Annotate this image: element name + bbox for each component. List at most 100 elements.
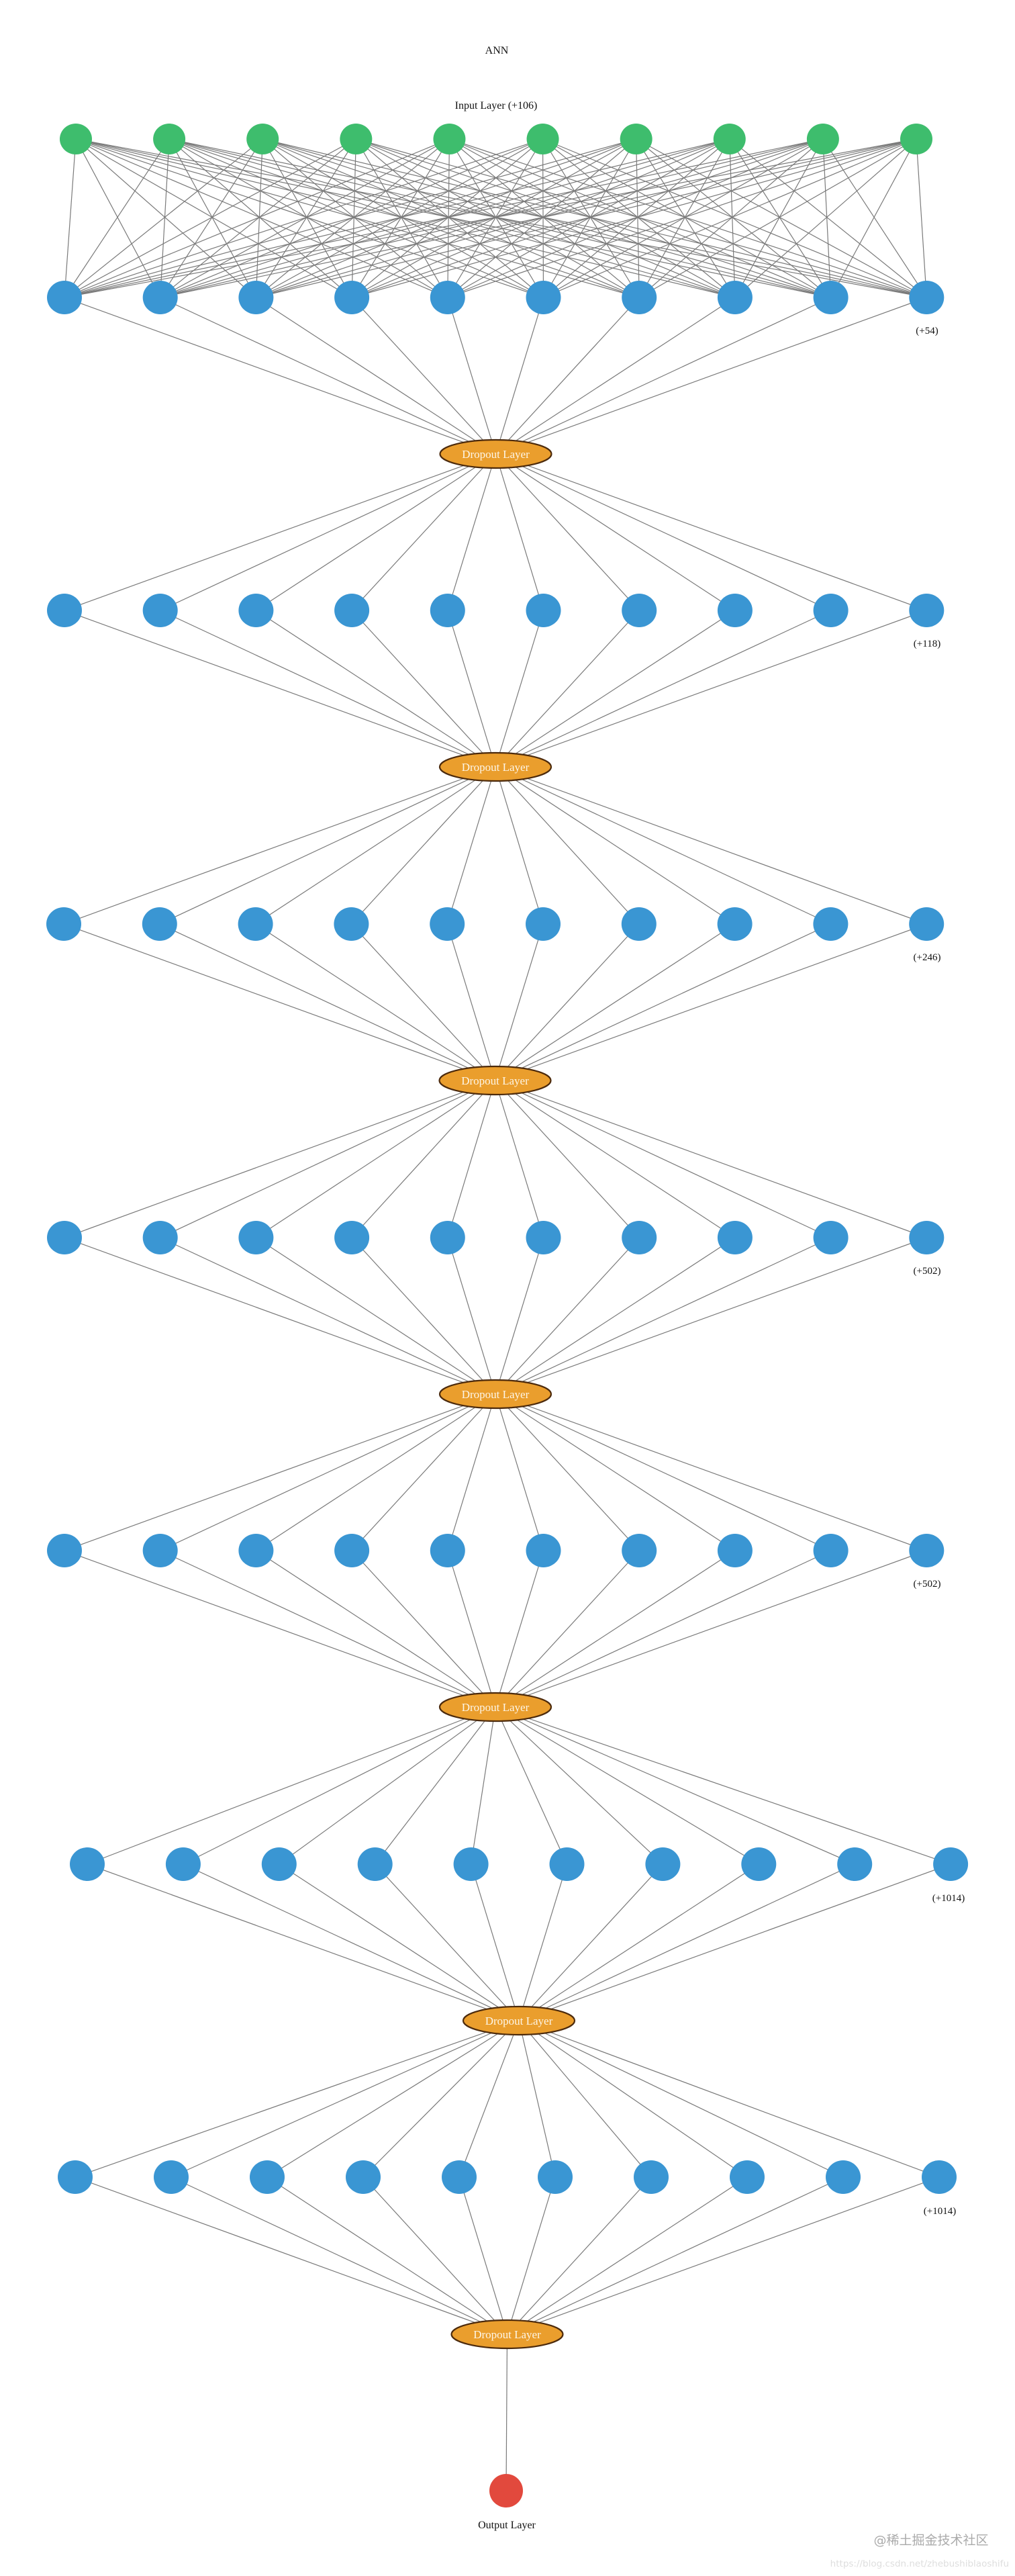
- connection-edge: [447, 453, 497, 611]
- layer-size-annotation: (+118): [914, 639, 940, 649]
- connection-edge: [355, 138, 448, 298]
- connection-edge: [75, 138, 161, 298]
- connection-edge: [375, 1864, 520, 2021]
- hidden-neuron-node: [813, 907, 849, 941]
- connection-edge: [495, 1080, 927, 1238]
- connection-edge: [64, 1237, 496, 1395]
- connection-edge: [447, 138, 450, 298]
- dropout-layer-label: Dropout Layer: [473, 2328, 541, 2341]
- hidden-neuron-node: [741, 1847, 777, 1881]
- connection-edge: [495, 610, 544, 768]
- hidden-neuron-node: [813, 594, 849, 627]
- hidden-neuron-node: [717, 1534, 753, 1567]
- connection-edge: [256, 1550, 496, 1708]
- connection-edge: [495, 1706, 663, 1865]
- connection-edge: [494, 1080, 544, 1238]
- input-neuron-node: [526, 124, 559, 154]
- connection-edge: [64, 1080, 495, 1238]
- connection-edge: [356, 138, 736, 298]
- labels-group: ANN Input Layer (+106) Output Layer @稀土掘…: [455, 45, 1009, 2569]
- connection-edge: [64, 297, 496, 455]
- connection-edge: [168, 138, 256, 298]
- connection-edge: [356, 138, 927, 298]
- connection-edge: [447, 610, 496, 768]
- connection-edge: [447, 297, 497, 455]
- hidden-neuron-node: [909, 281, 945, 314]
- connection-edge: [447, 1393, 496, 1551]
- connection-edge: [495, 1393, 831, 1551]
- connection-edge: [160, 297, 496, 455]
- connection-edge: [64, 1393, 496, 1551]
- dropout-layer-shape: [450, 2319, 564, 2350]
- connection-edge: [255, 923, 495, 1081]
- diagram-title: ANN: [485, 45, 509, 56]
- connection-edge: [495, 297, 736, 455]
- connection-edge: [75, 138, 448, 298]
- connection-edge: [495, 1550, 831, 1708]
- connection-edge: [495, 1237, 831, 1395]
- hidden-neuron-node: [526, 1221, 561, 1254]
- input-neuron-node: [713, 124, 746, 154]
- connection-edge: [449, 138, 831, 298]
- connection-edge: [518, 1864, 663, 2021]
- hidden-neuron-node: [334, 594, 370, 627]
- connection-edge: [471, 1864, 520, 2021]
- hidden-neuron-node: [334, 1221, 370, 1254]
- connection-edge: [64, 138, 824, 298]
- connection-edge: [447, 1237, 496, 1395]
- connection-edge: [507, 2176, 940, 2335]
- hidden-neuron-node: [430, 281, 465, 314]
- hidden-neuron-node: [334, 907, 369, 941]
- connection-edge: [449, 138, 736, 298]
- connection-edge: [351, 138, 543, 298]
- hidden-neuron-node: [549, 1847, 585, 1881]
- hidden-neuron-node: [453, 1847, 489, 1881]
- input-neuron-node: [340, 124, 373, 154]
- hidden-neuron-node: [813, 281, 849, 314]
- connection-edge: [63, 766, 496, 925]
- connection-edge: [495, 923, 927, 1081]
- connection-edge: [351, 297, 496, 455]
- connection-edge: [351, 138, 450, 298]
- hidden-neuron-node: [142, 594, 178, 627]
- connection-edge: [255, 766, 496, 925]
- connection-edge: [160, 1080, 495, 1238]
- connection-edge: [518, 1864, 855, 2021]
- connection-edge: [168, 138, 352, 298]
- connection-edge: [160, 610, 496, 768]
- connection-edge: [495, 1237, 736, 1395]
- connection-edge: [542, 138, 736, 298]
- input-neuron-node: [153, 124, 186, 154]
- connection-edge: [75, 138, 544, 298]
- connection-edge: [267, 2176, 508, 2335]
- connection-edge: [495, 453, 736, 611]
- input-neuron-node: [806, 124, 839, 154]
- connection-edge: [495, 1393, 927, 1551]
- connection-edge: [822, 138, 832, 298]
- input-neuron-node: [60, 124, 92, 154]
- connection-edge: [636, 138, 927, 298]
- connection-edge: [507, 2176, 844, 2335]
- input-neuron-node: [900, 124, 932, 154]
- connection-edge: [636, 138, 831, 298]
- hidden-neuron-node: [717, 281, 753, 314]
- connection-edge: [351, 1393, 496, 1551]
- connection-edge: [734, 138, 917, 298]
- connection-edge: [356, 138, 831, 298]
- connection-edge: [279, 1706, 496, 1865]
- connection-edge: [262, 138, 736, 298]
- connection-edge: [495, 923, 640, 1081]
- input-layer-label: Input Layer (+106): [455, 100, 538, 111]
- connection-edge: [267, 2020, 520, 2178]
- hidden-neuron-node: [717, 907, 753, 941]
- connection-edge: [518, 1864, 951, 2021]
- connection-edge: [448, 138, 544, 298]
- connection-edge: [168, 138, 544, 298]
- connection-edge: [350, 766, 496, 925]
- connection-edge: [160, 138, 356, 298]
- hidden-neuron-node: [165, 1847, 201, 1881]
- connection-edge: [256, 297, 496, 455]
- connection-edge: [729, 138, 927, 298]
- connection-edge: [518, 2020, 940, 2178]
